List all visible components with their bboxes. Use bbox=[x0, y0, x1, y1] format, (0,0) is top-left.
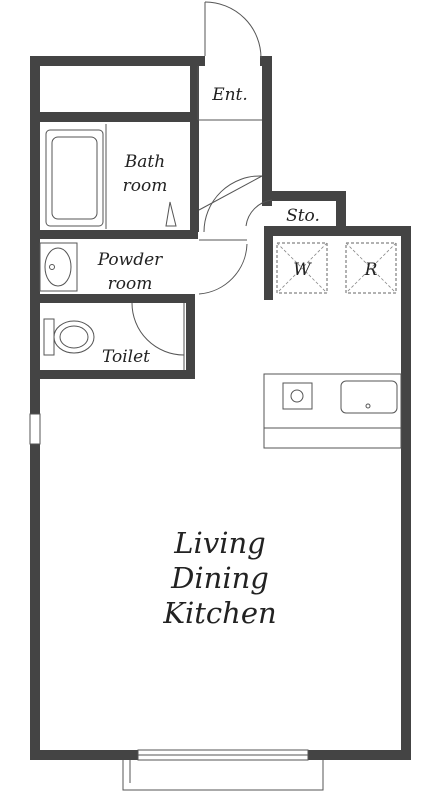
bath-door-leaf bbox=[198, 175, 263, 211]
wall-entrance-east bbox=[262, 56, 272, 206]
balcony-step bbox=[122, 760, 324, 791]
kitchen-counter bbox=[263, 373, 402, 449]
refrigerator-cross-b bbox=[345, 242, 397, 294]
label-powder-1: Powder bbox=[97, 250, 163, 270]
bath-door-swing bbox=[203, 175, 263, 233]
toilet-tank bbox=[43, 318, 55, 356]
wall-closet-bottom bbox=[30, 112, 198, 122]
wall-west bbox=[30, 56, 40, 760]
wall-south-right bbox=[308, 750, 411, 760]
west-window bbox=[29, 413, 41, 445]
wall-ldk-top bbox=[264, 226, 411, 236]
stove-icon bbox=[282, 382, 313, 410]
toilet-bowl bbox=[53, 320, 95, 354]
wall-toilet-bottom bbox=[30, 370, 195, 379]
label-powder-2: room bbox=[108, 274, 153, 294]
toilet-seat bbox=[59, 325, 89, 349]
label-toilet: Toilet bbox=[102, 347, 150, 367]
wall-east bbox=[401, 226, 411, 760]
label-ldk-1: Living bbox=[173, 526, 265, 560]
wall-powder-east bbox=[186, 294, 195, 378]
wash-basin-bowl bbox=[44, 247, 72, 287]
fixtures bbox=[39, 124, 402, 449]
wall-north-left bbox=[30, 56, 205, 66]
powder-door-swing bbox=[198, 243, 248, 295]
label-ldk-3: Kitchen bbox=[162, 596, 276, 630]
toilet-door-swing bbox=[131, 302, 185, 356]
storage-door-swing bbox=[245, 199, 273, 227]
doors bbox=[29, 1, 324, 791]
wall-south-left bbox=[30, 750, 138, 760]
wall-bath-east bbox=[190, 122, 199, 232]
shower-fixture-icon bbox=[165, 201, 177, 227]
labels: Ent. Bath room Sto. Powder room W R Toil… bbox=[97, 85, 378, 630]
kitchen-sink-drain bbox=[365, 403, 371, 409]
wash-basin-drain bbox=[49, 264, 55, 270]
label-refrigerator: R bbox=[364, 260, 378, 280]
label-washer: W bbox=[293, 260, 312, 280]
wash-basin bbox=[39, 242, 78, 292]
refrigerator-space bbox=[345, 242, 397, 294]
kitchen-sink bbox=[340, 380, 398, 414]
stove-burner bbox=[290, 389, 304, 403]
label-bath-2: room bbox=[123, 176, 168, 196]
wall-storage-east bbox=[336, 191, 346, 233]
wall-closet-east bbox=[190, 56, 199, 122]
wall-powder-bottom bbox=[30, 294, 192, 303]
washer-space bbox=[276, 242, 328, 294]
wall-bath-bottom bbox=[30, 230, 198, 239]
label-ldk-2: Dining bbox=[170, 561, 269, 595]
bathtub bbox=[45, 129, 104, 227]
bathtub-inner bbox=[51, 136, 98, 220]
label-storage: Sto. bbox=[286, 206, 320, 226]
wall-ldk-stub bbox=[264, 226, 273, 300]
washer-cross-b bbox=[276, 242, 328, 294]
walls bbox=[30, 56, 411, 760]
wall-storage-top bbox=[262, 191, 346, 201]
label-entrance: Ent. bbox=[211, 85, 248, 105]
entrance-door-swing bbox=[204, 1, 262, 59]
label-bath-1: Bath bbox=[124, 152, 165, 172]
